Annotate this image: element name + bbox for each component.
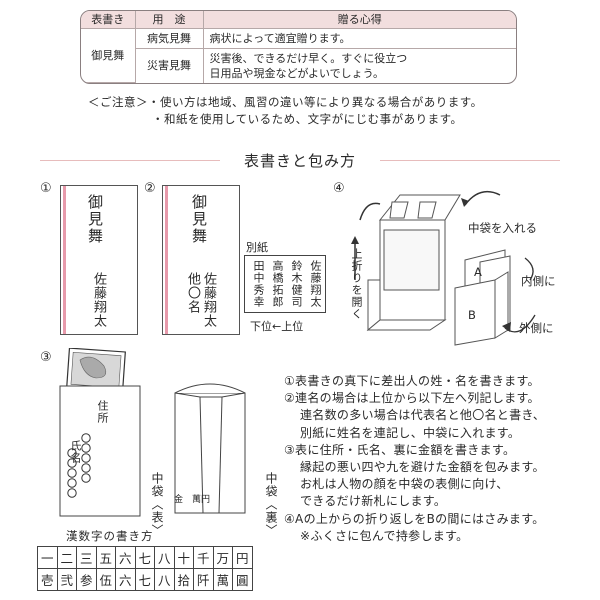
explain-line: ④Aの上からの折り返しをBの間にはさみます。	[284, 511, 545, 526]
kanji-cell: 八	[154, 546, 175, 569]
inner-bag-back-caption: 中袋〈裏〉	[264, 472, 278, 537]
inner-bag-name: 氏名	[69, 440, 82, 464]
inner-label: 内側に	[521, 274, 556, 288]
kanji-cell: 一	[37, 546, 58, 569]
envelope-2-name: 佐藤翔太	[201, 272, 216, 328]
kanji-cell: 円	[232, 546, 253, 569]
betsushi-label: 別紙	[246, 241, 268, 254]
use-byouki: 病気見舞	[135, 28, 204, 49]
kanji-cell: 拾	[173, 568, 194, 591]
explain-line: お札は人物の顔を中袋の表側に向け、	[300, 477, 509, 492]
kanji-cell: 参	[76, 568, 97, 591]
flap-a-label: A	[474, 265, 482, 279]
address-circles	[81, 433, 91, 483]
envelope-1: 御見舞 佐藤翔太	[60, 185, 138, 335]
folding-illustration	[351, 190, 536, 346]
kanji-row-formal: 壱 弐 参 伍 六 七 八 拾 阡 萬 圓	[37, 568, 253, 591]
kanji-cell: 壱	[37, 568, 58, 591]
header-youto: 用 途	[135, 11, 204, 29]
kanji-cell: 弐	[56, 568, 77, 591]
kanji-cell: 圓	[232, 568, 253, 591]
name-circles	[67, 448, 77, 498]
inner-bag-address: 住所	[96, 400, 109, 424]
envelope-1-name: 佐藤翔太	[91, 272, 106, 328]
advice-saigai: 災害後、できるだけ早く。すぐに役立つ 日用品や現金などがよいでしょう。	[203, 48, 516, 83]
kanji-cell: 十	[173, 546, 194, 569]
advice-saigai-line2: 日用品や現金などがよいでしょう。	[209, 66, 384, 80]
kanji-cell: 万	[212, 546, 233, 569]
envelope-2: 御見舞 佐藤翔太 他〇名	[162, 185, 240, 335]
inner-bag-front-caption: 中袋〈表〉	[150, 472, 164, 537]
kanji-title: 漢数字の書き方	[66, 529, 154, 543]
kanji-cell: 二	[56, 546, 77, 569]
use-saigai: 災害見舞	[135, 48, 204, 83]
kanji-cell: 七	[134, 546, 155, 569]
advice-saigai-line1: 災害後、できるだけ早く。すぐに役立つ	[209, 51, 408, 65]
betsushi-order: 下位←上位	[250, 320, 304, 333]
inner-bag-back-illustration	[174, 383, 246, 514]
outer-label: 外側に	[519, 321, 554, 335]
note-line2: ・和紙を使用しているため、文字がにじむ事があります。	[152, 112, 463, 126]
header-omotegaki: 表書き	[81, 11, 136, 29]
envelope-2-others: 他〇名	[185, 272, 200, 314]
kanji-cell: 阡	[193, 568, 214, 591]
kanji-cell: 六	[115, 546, 136, 569]
fold-open-label: 上折りを開く	[350, 248, 363, 320]
explain-line: ①表書きの真下に差出人の姓・名を書きます。	[284, 374, 540, 388]
kanji-cell: 三	[76, 546, 97, 569]
kanji-cell: 七	[134, 568, 155, 591]
kanji-cell: 六	[115, 568, 136, 591]
betsushi-col-3: 高橋拓郎	[271, 260, 284, 308]
kanji-cell: 五	[95, 546, 116, 569]
explanation: ①表書きの真下に差出人の姓・名を書きます。 ②連名の場合は上位から以下左へ列記し…	[284, 373, 545, 545]
kanji-cell: 千	[193, 546, 214, 569]
betsushi-col-1: 佐藤翔太	[309, 260, 322, 308]
explain-line: ③表に住所・氏名、裏に金額を書きます。	[284, 442, 516, 457]
kanji-table: 一 二 三 五 六 七 八 十 千 万 円 壱 弐 参 伍 六 七 八 拾 阡 …	[37, 546, 253, 591]
header-kokoroe: 贈る心得	[203, 11, 516, 29]
section-title: 表書きと包み方	[243, 152, 356, 170]
explain-line: ②連名の場合は上位から以下左へ列記します。	[284, 391, 540, 406]
step-2-number: ②	[144, 181, 156, 196]
step-1-number: ①	[40, 181, 52, 196]
explain-line: ※ふくさに包んで持参します。	[300, 528, 469, 543]
kanji-row-standard: 一 二 三 五 六 七 八 十 千 万 円	[37, 546, 253, 569]
insert-label: 中袋を入れる	[468, 221, 537, 235]
kanji-cell: 萬	[212, 568, 233, 591]
betsushi-col-2: 鈴木健司	[290, 260, 303, 308]
betsushi-sheet: 佐藤翔太 鈴木健司 高橋拓郎 田中秀幸	[244, 255, 326, 313]
kanji-cell: 八	[154, 568, 175, 591]
inner-bag-front-illustration	[59, 348, 141, 517]
step-3-number: ③	[40, 350, 52, 365]
title-rule-right	[380, 160, 560, 161]
explain-line: 連名数の多い場合は代表名と他〇名と書き、	[300, 408, 546, 423]
usage-table: 表書き 用 途 贈る心得 御見舞 病気見舞 病状によって適宜贈ります。 災害見舞…	[80, 10, 517, 84]
note-line1: ＜ご注意＞・使い方は地域、風習の違い等により異なる場合があります。	[88, 95, 483, 109]
explain-line: 縁起の悪い四や九を避けた金額を包みます。	[300, 460, 545, 475]
kanji-cell: 伍	[95, 568, 116, 591]
explain-line: できるだけ新札にします。	[300, 494, 447, 509]
envelope-1-title: 御見舞	[86, 194, 104, 245]
explain-line: 別紙に姓名を連記し、中袋に入れます。	[300, 425, 521, 440]
inner-bag-amount: 金 萬円	[174, 495, 211, 505]
flap-b-label: B	[468, 308, 476, 322]
title-rule-left	[40, 160, 220, 161]
notes: ＜ご注意＞・使い方は地域、風習の違い等により異なる場合があります。 ・和紙を使用…	[88, 94, 483, 128]
category-omimai: 御見舞	[81, 28, 136, 83]
advice-byouki: 病状によって適宜贈ります。	[203, 28, 516, 49]
betsushi-col-4: 田中秀幸	[252, 260, 265, 308]
envelope-2-title: 御見舞	[190, 194, 208, 245]
step-4-number: ④	[333, 181, 345, 196]
